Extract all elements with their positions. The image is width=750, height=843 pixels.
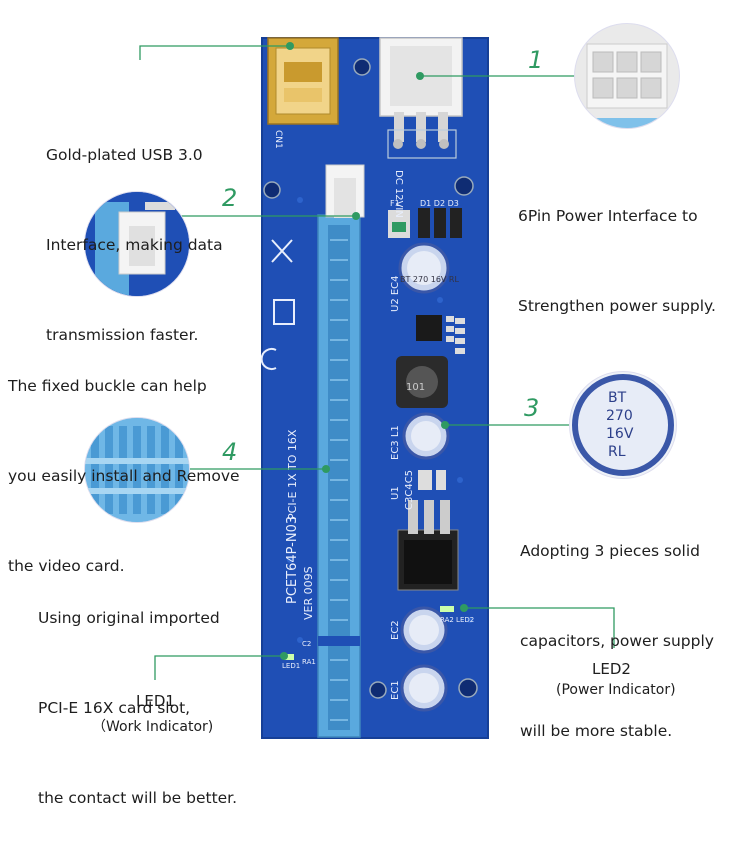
- capacitor-closeup-icon: BT 270 16V RL: [572, 374, 674, 476]
- capacitor-description: Adopting 3 pieces solid capacitors, powe…: [520, 542, 714, 740]
- small-components: [284, 318, 465, 660]
- cap-text-4: RL: [608, 444, 626, 460]
- slot-closeup-icon: [85, 418, 189, 522]
- callout-number-4: 4: [222, 438, 238, 466]
- silk-ec1: EC1: [390, 680, 401, 700]
- buckle-closeup-icon: [85, 192, 189, 296]
- power-description: 6Pin Power Interface to Strengthen power…: [518, 207, 716, 315]
- led1-subtitle: （Work Indicator): [92, 719, 214, 735]
- mounting-holes: [263, 58, 478, 699]
- riser-board-illustration: PCET64P-N03 VER 009S PCI-E 1X TO 16X DC …: [139, 37, 615, 739]
- silk-u1: U1: [390, 486, 401, 500]
- capacitor-ec1: [400, 664, 448, 712]
- led1-title: LED1: [136, 692, 175, 710]
- silk-c3c4c5: C3C4C5: [404, 470, 415, 510]
- silk-version: VER 009S: [302, 566, 315, 620]
- cap-text-2: 270: [606, 408, 633, 424]
- cap-text-3: 16V: [606, 426, 634, 442]
- buckle-description: The fixed buckle can help you easily ins…: [8, 377, 240, 575]
- power-connector-zoom: [575, 24, 679, 128]
- silk-ec3: EC3 L1: [390, 425, 401, 460]
- capacitor-ec3: [402, 412, 450, 460]
- capacitor-ec2: [400, 606, 448, 654]
- slot-zoom: [85, 418, 189, 522]
- buckle-zoom: [85, 192, 189, 296]
- certification-marks: [260, 239, 295, 370]
- pcie-16x-slot: [317, 214, 361, 738]
- six-pin-closeup-icon: [575, 43, 679, 128]
- silk-ra1: RA1: [302, 658, 316, 666]
- usb-description: Gold-plated USB 3.0 Interface, making da…: [46, 146, 223, 344]
- ce-icon: [260, 348, 277, 370]
- silk-u2: U2 EC4: [390, 275, 401, 312]
- led2-title: LED2: [592, 660, 631, 678]
- silk-pcie: PCI-E 1X TO 16X: [286, 429, 299, 520]
- silk-inductor: 101: [406, 382, 425, 393]
- pcb-board: [262, 38, 488, 738]
- weee-icon: [271, 239, 293, 263]
- usb-port: [267, 37, 339, 125]
- inductor-l1: [396, 356, 448, 408]
- callout-number-2: 2: [222, 184, 238, 212]
- silk-f1: F1: [390, 199, 400, 208]
- usb-callout-line: [139, 45, 290, 60]
- pcb-vias: [287, 197, 473, 643]
- silk-ec2: EC2: [390, 620, 401, 640]
- silk-dc: DC 12VIN: [393, 170, 404, 218]
- led2-callout-line: [464, 607, 615, 648]
- silk-ra2: RA2 LED2: [440, 616, 474, 624]
- callout-number-1: 1: [528, 46, 544, 74]
- regulator-u1: [397, 500, 459, 591]
- callout-number-3: 3: [524, 394, 540, 422]
- silk-cap-label: BT 270 16V RL: [400, 275, 459, 284]
- capacitor-zoom: BT 270 16V RL: [570, 372, 676, 478]
- silk-model: PCET64P-N03: [285, 516, 300, 604]
- fc-icon: [273, 299, 295, 325]
- fuse-diodes: [388, 208, 462, 238]
- silk-d: D1 D2 D3: [420, 199, 459, 208]
- chip-u2: [416, 315, 454, 342]
- cap-text-1: BT: [608, 390, 627, 406]
- capacitor-ec4: [398, 242, 450, 294]
- silk-led1: LED1: [282, 662, 300, 670]
- led2-subtitle: (Power Indicator): [556, 682, 676, 698]
- silk-cn1: CN1: [273, 130, 283, 149]
- fixed-buckle: [325, 164, 365, 218]
- led1-callout-line: [154, 655, 284, 680]
- silk-c2: C2: [302, 640, 311, 648]
